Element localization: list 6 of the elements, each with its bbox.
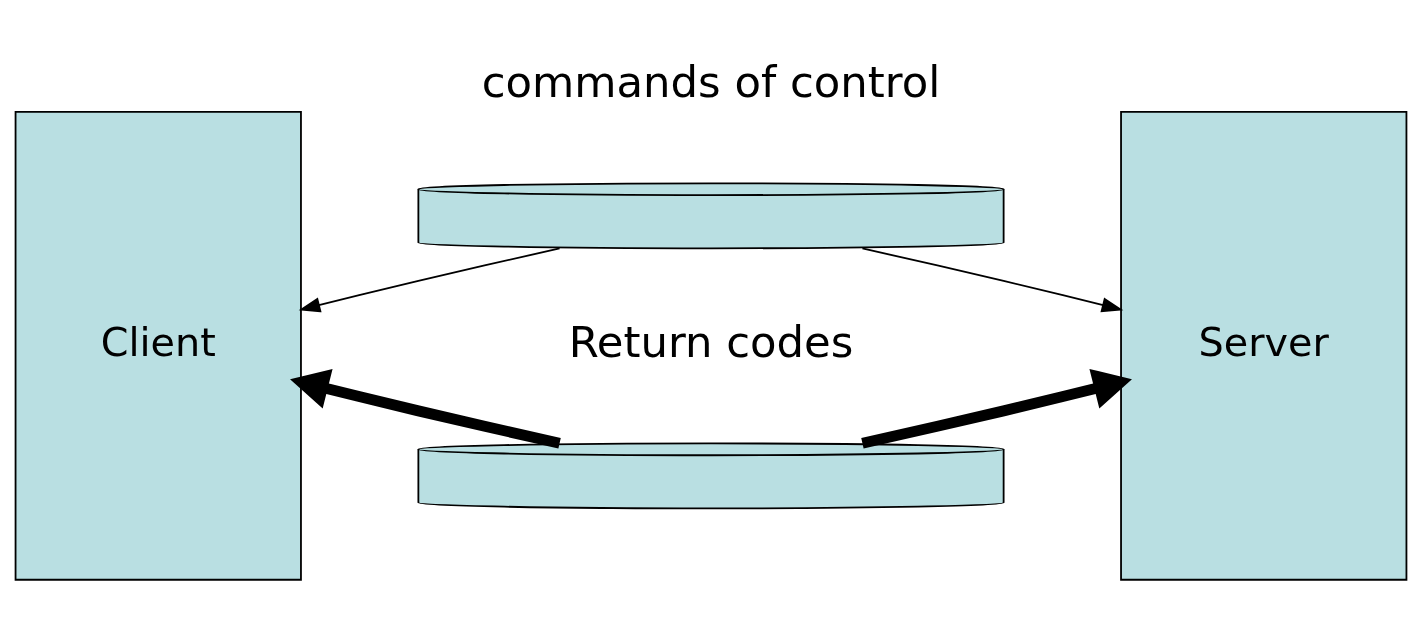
node-box: Server <box>1120 110 1408 581</box>
label: commands of control <box>481 56 941 107</box>
arrow <box>298 247 561 312</box>
label: Return codes <box>568 316 854 367</box>
node-box: Client <box>14 110 302 581</box>
arrow <box>861 247 1124 312</box>
